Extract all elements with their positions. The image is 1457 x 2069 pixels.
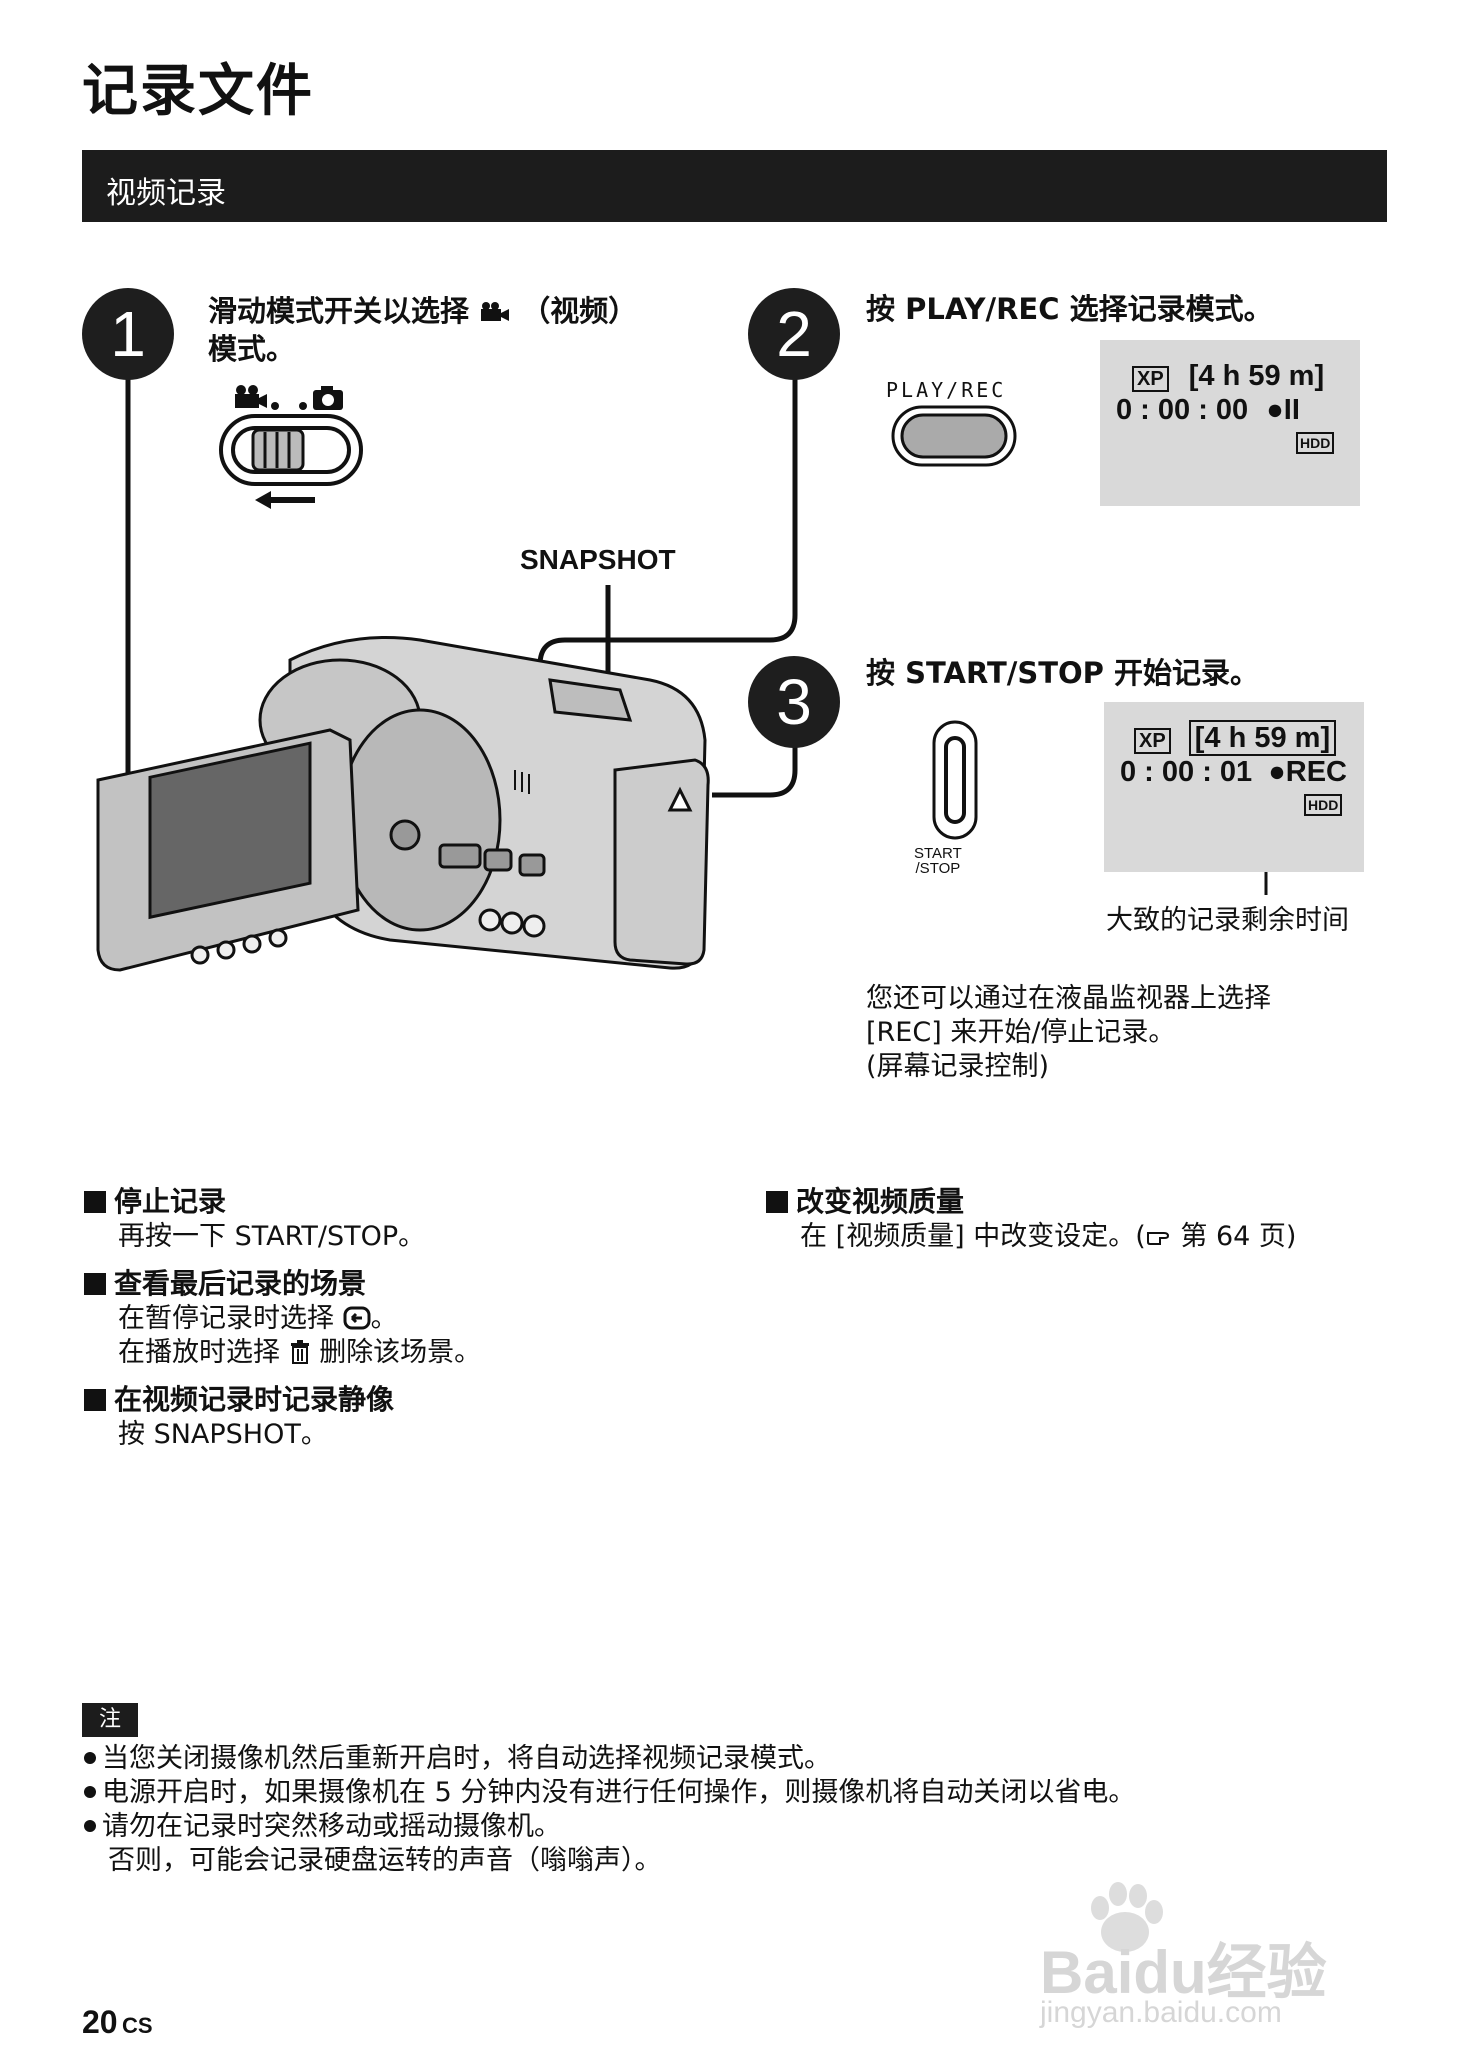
bullet [84, 1820, 96, 1832]
snapshot-label: SNAPSHOT [520, 544, 676, 575]
section-line: 在暂停记录时选择 [118, 1303, 334, 1334]
lcd2-status: ●REC [1268, 756, 1347, 788]
baidu-paw-icon [1091, 1882, 1163, 1952]
watermark-url: jingyan.baidu.com [1040, 1996, 1282, 2029]
section-heading: 停止记录 [114, 1185, 227, 1218]
section-banner: 视频记录 [82, 150, 1387, 222]
lcd1-status: ●II [1266, 394, 1300, 426]
note-item: 请勿在记录时突然移动或摇动摄像机。 [84, 1810, 1135, 1844]
lcd1-timecode: 0 : 00 : 00 [1116, 394, 1249, 426]
notes-list: 当您关闭摄像机然后重新开启时，将自动选择视频记录模式。 电源开启时，如果摄像机在… [84, 1742, 1135, 1878]
touch-note-line3: (屏幕记录控制) [866, 1051, 1050, 1082]
camcorder-illustration [90, 620, 710, 972]
lcd1-media: HDD [1296, 432, 1335, 454]
video-mode-icon [479, 294, 511, 321]
section-still-during-video: 在视频记录时记录静像 按 SNAPSHOT。 [84, 1378, 394, 1452]
note-tag: 注 [82, 1703, 138, 1737]
page-title: 记录文件 [82, 59, 314, 124]
lcd-screen-standby: XP [4 h 59 m] 0 : 00 : 00 ●II HDD [1100, 340, 1360, 506]
photo-mode-icon [299, 386, 343, 410]
lcd2-media: HDD [1304, 794, 1343, 816]
play-rec-button[interactable] [890, 404, 1020, 470]
reference-hand-icon [1146, 1222, 1172, 1245]
lcd2-remaining: [4 h 59 m] [1188, 720, 1337, 756]
step-number-3: 3 [748, 656, 840, 748]
page-reference[interactable]: 第 64 页) [1180, 1221, 1297, 1252]
lcd2-timecode: 0 : 00 : 01 [1120, 756, 1253, 788]
section-heading: 查看最后记录的场景 [114, 1267, 367, 1300]
start-stop-label-line2: /STOP [915, 860, 961, 877]
bullet [84, 1752, 96, 1764]
play-rec-label: PLAY/REC [886, 378, 1007, 402]
playback-icon [343, 1305, 371, 1330]
trash-icon [289, 1339, 311, 1364]
page-number-suffix: CS [122, 2013, 153, 2038]
section-line: 删除该场景。 [319, 1337, 482, 1368]
mode-switch[interactable] [215, 380, 375, 520]
note-item: 当您关闭摄像机然后重新开启时，将自动选择视频记录模式。 [84, 1742, 1135, 1776]
bullet [84, 1786, 96, 1798]
lcd-screen-recording: XP [4 h 59 m] 0 : 00 : 01 ●REC HDD [1104, 702, 1364, 872]
section-line: 在 [视频质量] 中改变设定。( [800, 1221, 1146, 1252]
section-line: 在播放时选择 [118, 1337, 280, 1368]
page-number: 20 CS [82, 2004, 153, 2041]
note-item: 电源开启时，如果摄像机在 5 分钟内没有进行任何操作，则摄像机将自动关闭以省电。 [84, 1776, 1135, 1810]
step-1-text-line2: 模式。 [208, 332, 296, 366]
touch-note-line1: 您还可以通过在液晶监视器上选择 [866, 983, 1271, 1014]
step-2-text: 按 PLAY/REC 选择记录模式。 [866, 292, 1273, 326]
start-stop-button[interactable] [928, 718, 984, 846]
heading-marker [84, 1191, 106, 1213]
section-view-last-scene: 查看最后记录的场景 在暂停记录时选择 。 在播放时选择 删除该场景。 [84, 1262, 481, 1370]
step-3-text: 按 START/STOP 开始记录。 [866, 656, 1260, 690]
heading-marker [84, 1389, 106, 1411]
step-1-instruction: 滑动模式开关以选择 （视频） 模式。 [208, 292, 688, 368]
lcd2-mode: XP [1134, 728, 1171, 754]
section-banner-label: 视频记录 [106, 176, 226, 211]
remaining-time-caption: 大致的记录剩余时间 [1106, 905, 1349, 936]
heading-marker [766, 1191, 788, 1213]
watermark-brand: Baidu经验 [1040, 1939, 1327, 2006]
step-number-2: 2 [748, 288, 840, 380]
section-line: 按 SNAPSHOT。 [118, 1419, 328, 1450]
section-change-quality: 改变视频质量 在 [视频质量] 中改变设定。( 第 64 页) [766, 1180, 1296, 1254]
section-heading: 在视频记录时记录静像 [114, 1383, 395, 1416]
section-stop-recording: 停止记录 再按一下 START/STOP。 [84, 1180, 425, 1254]
lcd1-mode: XP [1132, 366, 1169, 392]
start-stop-label: START /STOP [914, 846, 962, 876]
video-mode-icon-small [235, 385, 279, 410]
touch-note-line2: [REC] 来开始/停止记录。 [866, 1017, 1176, 1048]
page-number-value: 20 [82, 2004, 118, 2040]
section-line: 再按一下 START/STOP。 [118, 1221, 426, 1252]
start-stop-label-line1: START [914, 845, 962, 862]
step-1-icon-label: （视频） [521, 294, 638, 328]
step-number-1: 1 [82, 288, 174, 380]
section-heading: 改变视频质量 [796, 1185, 965, 1218]
note-continuation: 否则，可能会记录硬盘运转的声音（嗡嗡声）。 [108, 1845, 662, 1876]
lcd1-remaining: [4 h 59 m] [1188, 360, 1325, 392]
heading-marker [84, 1273, 106, 1295]
step-1-text: 滑动模式开关以选择 [208, 294, 470, 328]
touch-control-note: 您还可以通过在液晶监视器上选择 [REC] 来开始/停止记录。 (屏幕记录控制) [866, 982, 1271, 1084]
